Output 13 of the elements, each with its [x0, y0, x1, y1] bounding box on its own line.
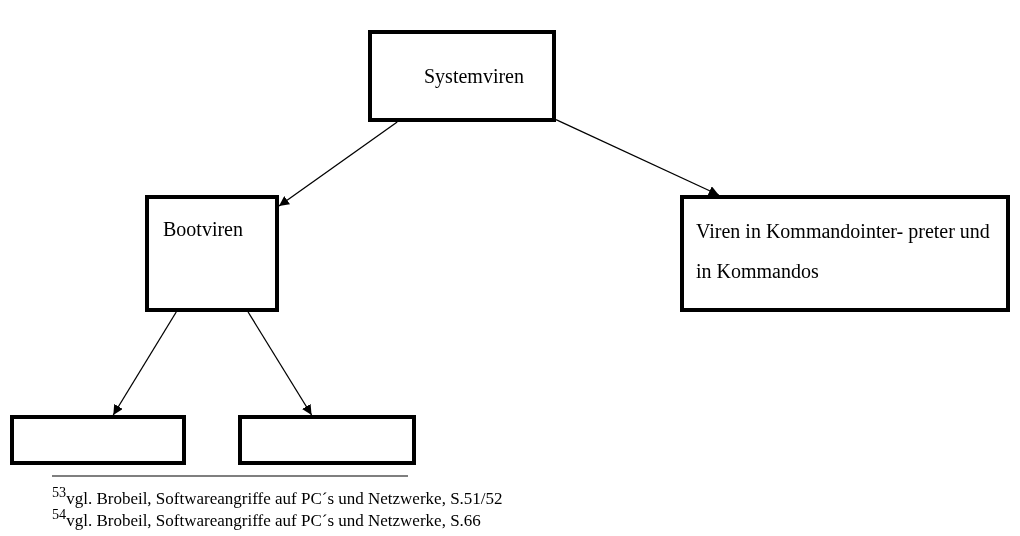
process-box [680, 195, 1010, 312]
footnote: $^{53}$vgl. Brobeil, Softwareangriffe auf PC´s und Netzwerke, S.51/52 [52, 483, 503, 509]
arrow [555, 118, 720, 196]
process-box [368, 30, 556, 122]
arrow [278, 121, 398, 207]
empty-box [238, 415, 416, 465]
box-label: Bootviren [163, 217, 244, 242]
process-box [145, 195, 279, 312]
box-label: Viren in Kommandointer- preter und in Kommandos [696, 219, 991, 284]
empty-box [10, 415, 186, 465]
box-label: Systemviren [424, 64, 525, 90]
arrow [247, 311, 313, 416]
arrow [112, 311, 177, 416]
